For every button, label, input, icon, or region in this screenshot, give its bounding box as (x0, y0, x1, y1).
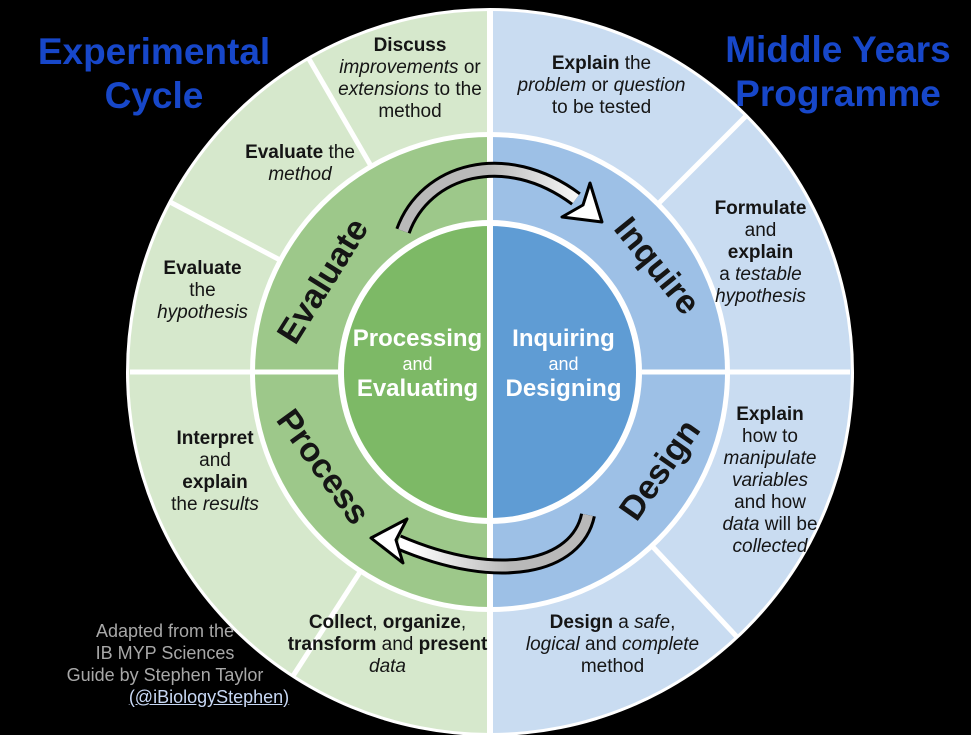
cycle-arrow-bottom (369, 512, 596, 575)
title-experimental-cycle: Experimental Cycle (37, 31, 271, 116)
attribution-line: Guide by Stephen Taylor (66, 665, 264, 685)
cycle-arrow-top (395, 161, 604, 235)
attribution: Adapted from the IB MYP Sciences Guide b… (24, 620, 306, 708)
title-middle-years-programme: Middle Years Programme (725, 29, 951, 114)
inner-circle-blue-half (490, 226, 636, 518)
outer-segment-dividers (168, 57, 748, 678)
inner-circle-green-half (344, 226, 490, 518)
attribution-line: Adapted from the (95, 621, 235, 641)
attribution-line: IB MYP Sciences (95, 643, 235, 663)
ibiologystephen-link[interactable]: (@iBiologyStephen) (128, 687, 290, 707)
